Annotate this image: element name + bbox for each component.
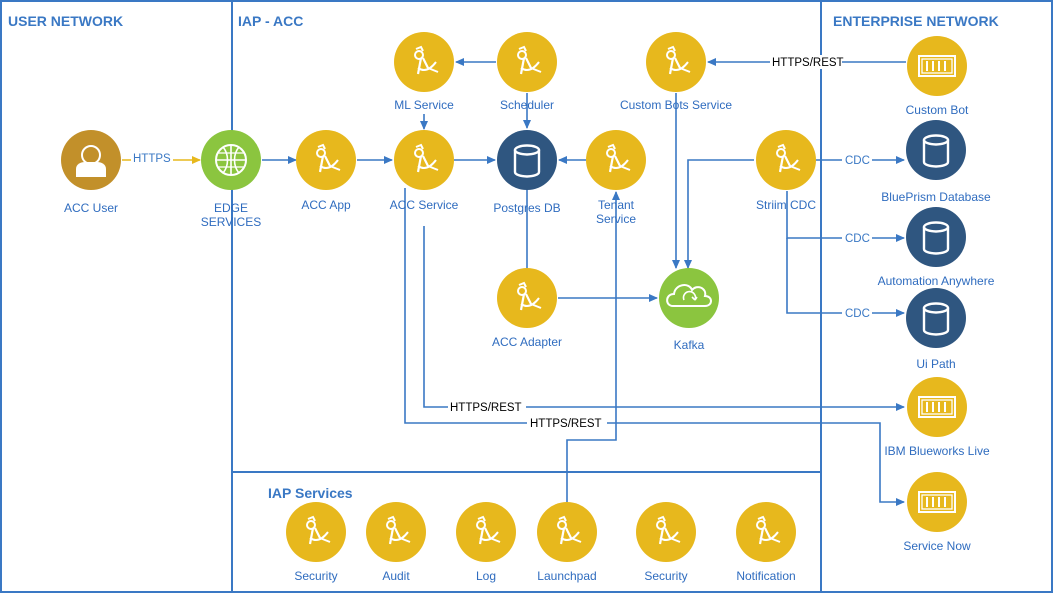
custom-bots-service-label: Custom Bots Service	[620, 98, 732, 112]
enterprise-network-title: ENTERPRISE NETWORK	[833, 13, 999, 29]
service-now-node[interactable]: Service Now	[903, 472, 971, 553]
automation-anywhere-node[interactable]: Automation Anywhere	[878, 207, 995, 288]
custom-bot-node[interactable]: Custom Bot	[906, 36, 969, 117]
edge-label-cdc-blueprism: CDC	[845, 155, 870, 167]
edge-services-node[interactable]: EDGE SERVICES	[201, 130, 261, 229]
scheduler-label: Scheduler	[500, 98, 554, 112]
acc-user-node[interactable]: ACC User	[61, 130, 121, 215]
globe-icon	[215, 144, 247, 176]
kafka-node[interactable]: Kafka	[659, 268, 719, 352]
ml-service-label: ML Service	[394, 98, 454, 112]
acc-app-node[interactable]: ACC App	[296, 130, 356, 212]
edge-striim-to-kafka	[684, 159, 754, 269]
tenant-service-label-2: Service	[596, 212, 636, 226]
acc-adapter-node[interactable]: ACC Adapter	[492, 268, 562, 349]
acc-service-label: ACC Service	[390, 198, 459, 212]
postgres-db-label: Postgres DB	[493, 201, 560, 215]
acc-service-node[interactable]: ACC Service	[390, 130, 459, 212]
edge-acc-service-to-servicenow	[404, 188, 905, 506]
iap-acc-title: IAP - ACC	[238, 13, 303, 29]
edge-label-cdc-uipath: CDC	[845, 308, 870, 320]
edges	[122, 58, 906, 506]
ui-path-node[interactable]: Ui Path	[906, 288, 966, 371]
svc-audit-label: Audit	[382, 569, 410, 583]
edge-label-https: HTTPS	[133, 153, 171, 165]
ui-path-label: Ui Path	[916, 357, 955, 371]
acc-adapter-label: ACC Adapter	[492, 335, 562, 349]
kafka-label: Kafka	[674, 338, 705, 352]
ibm-blueworks-label: IBM Blueworks Live	[884, 444, 990, 458]
edge-services-label-2: SERVICES	[201, 215, 261, 229]
svc-security-1-node[interactable]: Security	[286, 502, 346, 583]
blueprism-db-label: BluePrism Database	[881, 190, 991, 204]
striim-cdc-label: Striim CDC	[756, 198, 816, 212]
edge-services-label-1: EDGE	[214, 201, 248, 215]
svc-notification-node[interactable]: Notification	[736, 502, 796, 583]
blueprism-db-node[interactable]: BluePrism Database	[881, 120, 991, 204]
automation-anywhere-label: Automation Anywhere	[878, 274, 995, 288]
svc-launchpad-label: Launchpad	[537, 569, 596, 583]
iap-services-title: IAP Services	[268, 485, 353, 501]
svc-log-label: Log	[476, 569, 496, 583]
scheduler-node[interactable]: Scheduler	[497, 32, 557, 112]
edge-label-custombot-rest: HTTPS/REST	[772, 57, 844, 69]
edge-launchpad-to-tenant	[566, 191, 620, 502]
striim-cdc-node[interactable]: Striim CDC	[756, 130, 816, 212]
svc-security-2-node[interactable]: Security	[636, 502, 696, 583]
user-network-box	[0, 0, 233, 593]
svc-audit-node[interactable]: Audit	[366, 502, 426, 583]
service-now-label: Service Now	[903, 539, 971, 553]
custom-bot-label: Custom Bot	[906, 103, 969, 117]
custom-bots-service-node[interactable]: Custom Bots Service	[620, 32, 732, 112]
acc-user-label: ACC User	[64, 201, 118, 215]
edge-labels: HTTPS HTTPS/REST CDC CDC CDC HTTPS/REST …	[131, 55, 872, 430]
edge-label-blueworks-rest: HTTPS/REST	[450, 402, 522, 414]
enterprise-network-box	[820, 0, 1053, 593]
edge-label-servicenow-rest: HTTPS/REST	[530, 418, 602, 430]
user-network-title: USER NETWORK	[8, 13, 123, 29]
svc-security-2-label: Security	[644, 569, 687, 583]
ml-service-node[interactable]: ML Service	[394, 32, 454, 112]
svc-security-1-label: Security	[294, 569, 337, 583]
tenant-service-node[interactable]: Tenant Service	[586, 130, 646, 226]
ibm-blueworks-node[interactable]: IBM Blueworks Live	[884, 377, 990, 458]
postgres-db-node[interactable]: Postgres DB	[493, 130, 561, 215]
edge-acc-service-to-blueworks	[423, 226, 905, 411]
tenant-service-label-1: Tenant	[598, 198, 635, 212]
acc-app-label: ACC App	[301, 198, 351, 212]
edge-label-cdc-automation: CDC	[845, 233, 870, 245]
svc-log-node[interactable]: Log	[456, 502, 516, 583]
svc-launchpad-node[interactable]: Launchpad	[537, 502, 597, 583]
svc-notification-label: Notification	[736, 569, 795, 583]
